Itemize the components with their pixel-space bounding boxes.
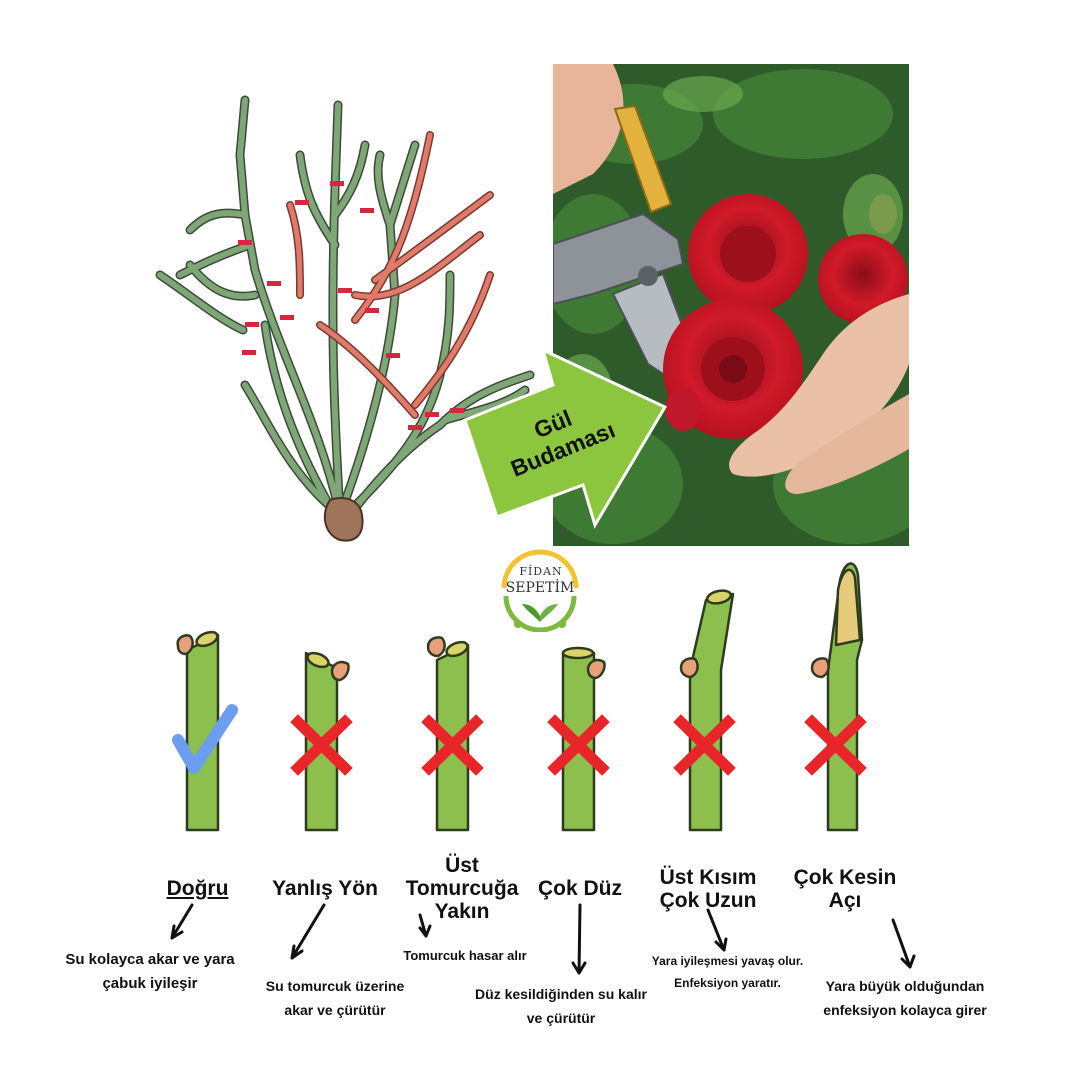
check-mark	[172, 704, 238, 774]
cut-description-5: Yara iyileşmesi yavaş olur. Enfeksiyon y…	[651, 954, 804, 990]
cut-description-6: Yara büyük olduğundan enfeksiyon kolayca…	[823, 978, 987, 1018]
pointer-arrow-5	[706, 908, 728, 952]
fidan-sepetim-logo	[501, 549, 579, 632]
pointer-arrows	[170, 903, 916, 975]
cut-title-2: Yanlış Yön	[272, 877, 378, 900]
cut-title-6: Çok Kesin Açı	[793, 866, 897, 912]
cut-title-3: Üst Tomurcuğa Yakın	[405, 854, 519, 923]
green-arrow	[463, 347, 668, 529]
pointer-arrow-1	[170, 903, 194, 940]
logo-text-bottom: SEPETİM	[505, 580, 575, 596]
pruning-cut-diagrams	[172, 562, 867, 832]
stem-too-steep	[810, 562, 864, 832]
cross-mark-4	[547, 714, 610, 776]
cross-mark-3	[421, 714, 484, 776]
cut-description-4: Düz kesildiğinden su kalır ve çürütür	[475, 986, 647, 1026]
rose-bush-pruning-illustration	[155, 95, 535, 542]
cross-mark-2	[290, 714, 353, 776]
pointer-arrow-6	[891, 918, 916, 969]
pointer-arrow-2	[290, 903, 326, 960]
cut-title-4: Çok Düz	[538, 877, 622, 900]
cross-mark-6	[804, 714, 867, 776]
cut-title-1: Doğru	[166, 877, 229, 900]
stem-correct	[176, 630, 220, 832]
pointer-arrow-4	[571, 903, 587, 975]
logo-text-top: FİDAN	[519, 565, 563, 578]
rose-pruning-photo	[553, 64, 909, 546]
cut-title-5: Üst Kısım Çok Uzun	[659, 866, 757, 912]
cut-description-3: Tomurcuk hasar alır	[403, 948, 527, 963]
cross-mark-5	[673, 714, 736, 776]
stem-top-too-long	[679, 589, 735, 832]
cut-description-1: Su kolayca akar ve yara çabuk iyileşir	[65, 951, 235, 992]
cut-description-2: Su tomurcuk üzerine akar ve çürütür	[265, 978, 405, 1018]
pointer-arrow-3	[418, 913, 432, 938]
